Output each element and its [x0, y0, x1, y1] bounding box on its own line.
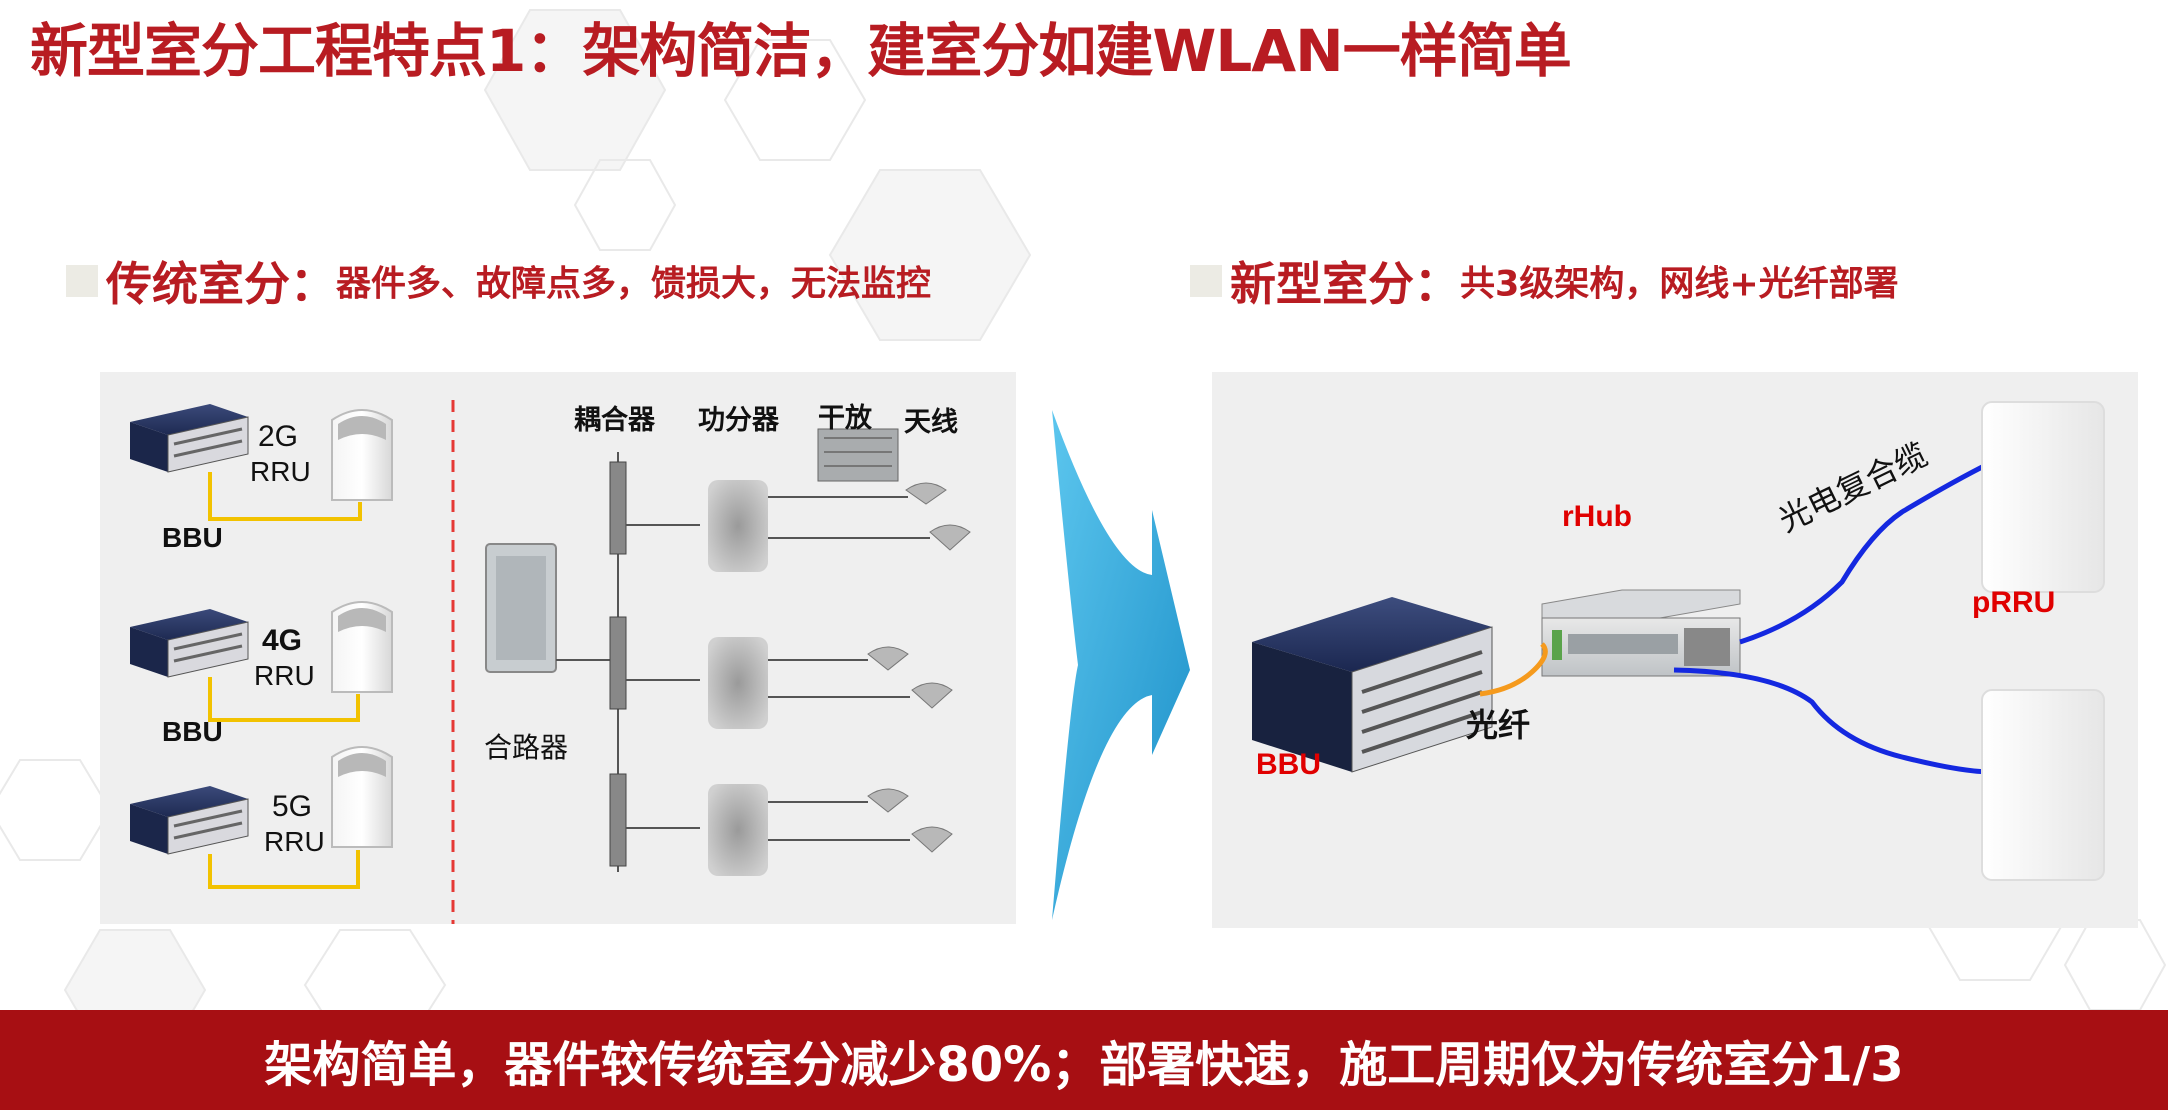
- antenna-icon: [867, 646, 909, 671]
- splitter-icon: [708, 480, 768, 572]
- rru-label: RRU: [250, 456, 311, 487]
- antenna-icon: [929, 524, 971, 551]
- bbu-unit-icon: [130, 404, 249, 473]
- right-detail: 共3级架构，网线+光纤部署: [1460, 264, 1899, 305]
- coupler-icon: [609, 461, 627, 555]
- composite-cable-line: [1673, 667, 1993, 775]
- coupler-label: 耦合器: [574, 405, 655, 436]
- bbu-rru-row-2g: [130, 404, 393, 521]
- bbu-label: BBU: [162, 716, 223, 747]
- rru-unit-icon: [331, 409, 393, 501]
- prru-label: pRRU: [1972, 586, 2056, 619]
- antenna-label: 天线: [904, 407, 958, 438]
- splitter-icon: [708, 637, 768, 729]
- footer-text: 架构简单，器件较传统室分减少80%；部署快速，施工周期仅为传统室分1/3: [264, 1037, 1904, 1093]
- rru-band-label: 4G: [262, 624, 303, 657]
- right-heading: 新型室分：: [1230, 257, 1460, 311]
- page-title: 新型室分工程特点1：架构简洁，建室分如建WLAN一样简单: [30, 17, 1572, 85]
- trunk-amplifier-icon: [817, 428, 899, 482]
- bbu-unit-icon: [1252, 597, 1493, 773]
- left-detail: 器件多、故障点多，馈损大，无法监控: [336, 264, 932, 305]
- square-bullet-icon: [1190, 265, 1222, 297]
- traditional-das-diagram: [130, 400, 971, 924]
- rhub-device-icon: [1541, 589, 1741, 677]
- prru-unit-icon: [1981, 401, 2105, 593]
- footer-banner: 架构简单，器件较传统室分减少80%；部署快速，施工周期仅为传统室分1/3: [0, 1010, 2168, 1110]
- rru-band-label: 5G: [272, 790, 313, 823]
- splitter-label: 功分器: [698, 405, 779, 436]
- bbu-unit-icon: [130, 609, 249, 678]
- bbu-unit-icon: [130, 786, 249, 855]
- right-subheading: 新型室分：共3级架构，网线+光纤部署: [1190, 248, 1899, 314]
- combiner-label: 合路器: [484, 731, 569, 764]
- prru-unit-icon: [1981, 689, 2105, 881]
- antenna-icon: [867, 788, 909, 813]
- composite-cable-line: [1739, 459, 1994, 645]
- rhub-label: rHub: [1562, 500, 1632, 533]
- square-bullet-icon: [66, 265, 98, 297]
- left-subheading: 传统室分：器件多、故障点多，馈损大，无法监控: [66, 248, 931, 314]
- coupler-icon: [609, 616, 627, 710]
- antenna-icon: [911, 682, 953, 709]
- bbu-rru-row-5g: [130, 746, 393, 889]
- left-heading: 传统室分：: [106, 257, 336, 311]
- bbu-label: BBU: [162, 522, 223, 553]
- rru-label: RRU: [254, 660, 315, 691]
- antenna-icon: [905, 482, 947, 505]
- rru-label: RRU: [264, 826, 325, 857]
- bbu-label: BBU: [1256, 748, 1321, 781]
- combiner-device-icon: [485, 543, 557, 673]
- splitter-icon: [708, 784, 768, 876]
- coupler-icon: [609, 773, 627, 867]
- fiber-label: 光纤: [1466, 706, 1531, 744]
- trunk-amplifier-label: 干放: [818, 403, 872, 434]
- rru-unit-icon: [331, 746, 393, 848]
- fiber-cable-line: [1479, 642, 1548, 697]
- antenna-icon: [911, 826, 953, 853]
- transition-arrow-icon: [1052, 410, 1190, 920]
- rru-band-label: 2G: [258, 420, 299, 453]
- rru-unit-icon: [331, 601, 393, 693]
- new-das-diagram: [1252, 401, 2105, 881]
- bbu-rru-row-4g: [130, 601, 393, 722]
